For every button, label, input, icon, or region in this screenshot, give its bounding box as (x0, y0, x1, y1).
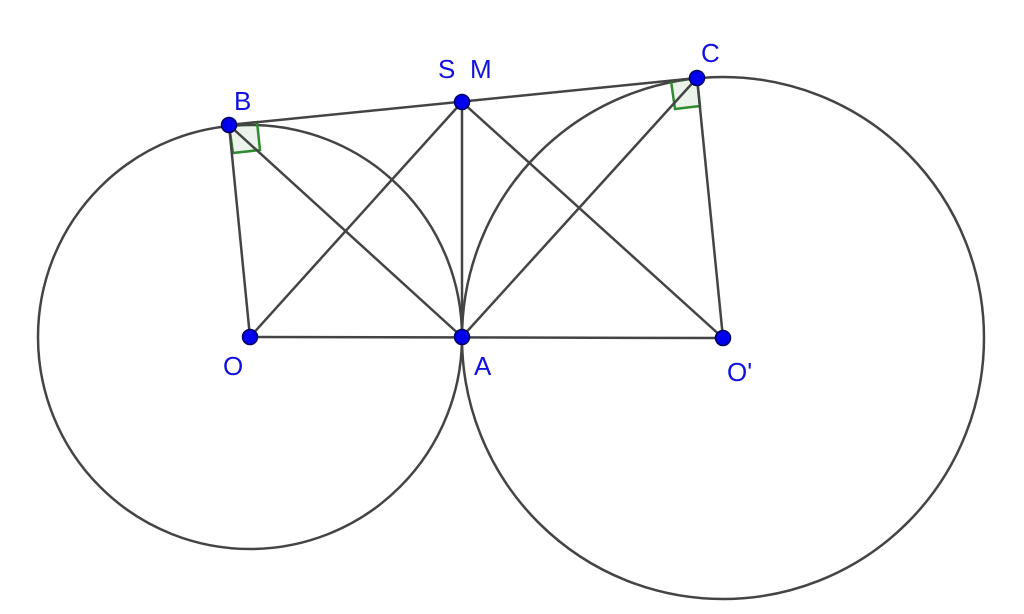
point-o (241, 328, 259, 346)
label-o: O (223, 351, 243, 381)
label-b: B (234, 86, 251, 116)
point-m (453, 93, 471, 111)
label-o-prime: O' (727, 357, 752, 387)
segment-c-o-prime (695, 77, 725, 339)
point-a (453, 328, 471, 346)
segment-o-o-prime (249, 335, 724, 340)
label-m: M (470, 54, 492, 84)
segment-m-o-prime (461, 101, 724, 339)
segment-o-m (249, 101, 463, 338)
label-a: A (474, 351, 492, 381)
point-b (220, 116, 238, 134)
label-s: S (438, 54, 455, 84)
point-o-prime (714, 329, 732, 347)
point-c (688, 69, 706, 87)
label-c: C (701, 38, 720, 68)
segment-a-c (461, 77, 698, 338)
segment-o-b (227, 124, 252, 338)
